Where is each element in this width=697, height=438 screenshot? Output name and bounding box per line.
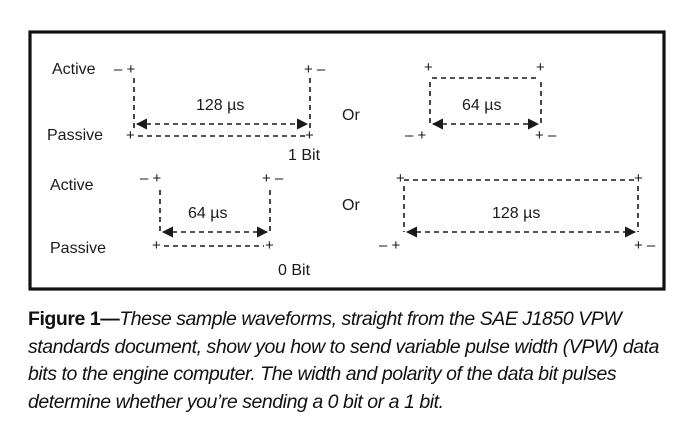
top-row-waveforms: Active Passive – + + + – + 128 µs 1 Bit …: [47, 59, 557, 164]
polarity-mark: – +: [379, 237, 401, 254]
polarity-mark: +: [126, 127, 135, 144]
polarity-mark: +: [536, 59, 545, 76]
figure-label: Figure 1—: [28, 308, 120, 330]
top-active-label: Active: [52, 61, 96, 78]
top-or-label: Or: [342, 107, 360, 124]
diagram-frame: [28, 30, 666, 291]
polarity-mark: +: [265, 237, 274, 254]
top-bit-label: 1 Bit: [288, 147, 321, 164]
polarity-mark: +: [396, 170, 405, 187]
polarity-mark: +: [634, 170, 643, 187]
polarity-mark: + –: [304, 61, 326, 78]
polarity-mark: + –: [634, 237, 656, 254]
bottom-left-duration: 64 µs: [188, 205, 227, 222]
top-passive-label: Passive: [47, 127, 103, 144]
bottom-row-waveforms: Active Passive – + + + – + 64 µs 0 Bit O…: [50, 170, 656, 279]
polarity-mark: – +: [405, 127, 427, 144]
bottom-right-duration: 128 µs: [492, 205, 540, 222]
polarity-mark: – +: [140, 170, 162, 187]
polarity-mark: – +: [114, 61, 136, 78]
polarity-mark: +: [152, 237, 161, 254]
bottom-passive-label: Passive: [50, 240, 106, 257]
bottom-or-label: Or: [342, 197, 360, 214]
polarity-mark: + –: [535, 127, 557, 144]
figure-caption: Figure 1—These sample waveforms, straigh…: [28, 306, 690, 416]
waveform-diagram: Active Passive – + + + – + 128 µs 1 Bit …: [28, 30, 666, 291]
bottom-active-label: Active: [50, 177, 94, 194]
polarity-mark: +: [424, 59, 433, 76]
caption-text: These sample waveforms, straight from th…: [28, 308, 659, 413]
top-right-duration: 64 µs: [462, 97, 501, 114]
polarity-mark: + –: [262, 170, 284, 187]
top-left-duration: 128 µs: [196, 97, 244, 114]
polarity-mark: +: [305, 127, 314, 144]
bottom-bit-label: 0 Bit: [278, 262, 311, 279]
